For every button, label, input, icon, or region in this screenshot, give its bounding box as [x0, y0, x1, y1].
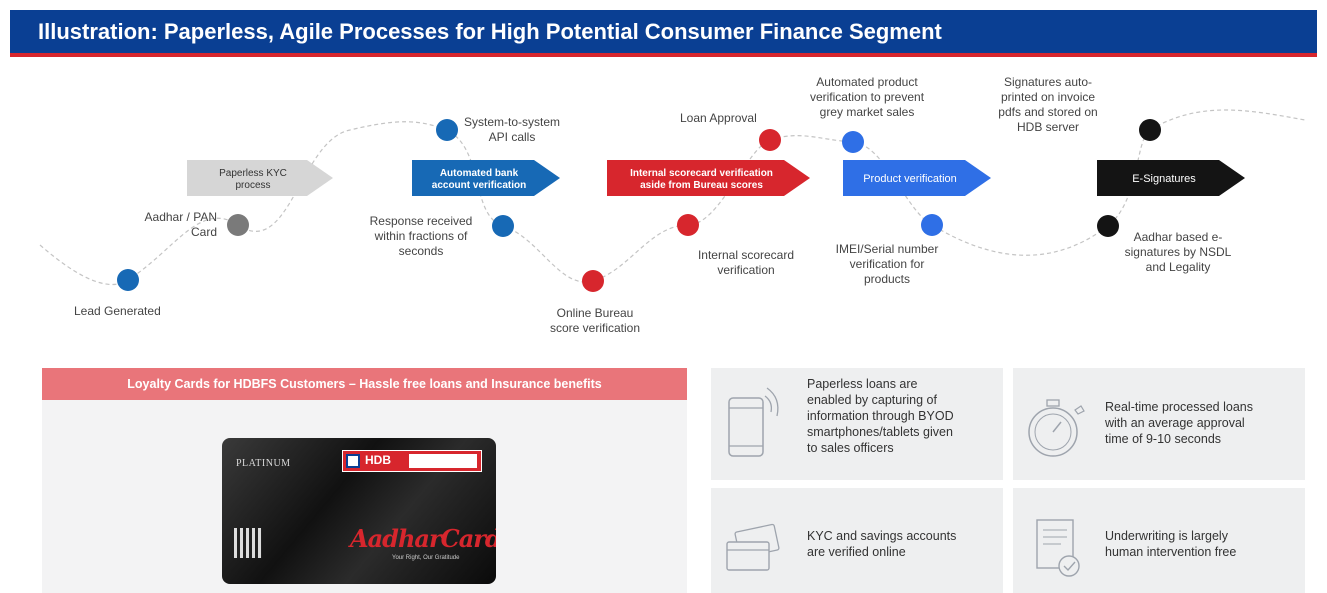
header-accent-line — [10, 53, 1317, 57]
step-dot-automated-product — [842, 131, 864, 153]
feature-box-realtime: Real-time processed loans with an averag… — [1013, 368, 1305, 480]
cards-icon — [726, 523, 780, 571]
step-dot-response — [492, 215, 514, 237]
step-label-internal-scorecard: Internal scorecard verification — [697, 248, 795, 277]
stopwatch-icon — [1028, 399, 1085, 457]
step-dot-imei — [921, 214, 943, 236]
stage-paperless-kyc-chevron — [187, 160, 333, 196]
step-label-aadhar-pan: Aadhar / PAN Card — [144, 210, 217, 239]
hdb-logo: HDB — [342, 450, 482, 472]
hdb-logo-subtext — [409, 454, 477, 468]
feature-text-paperless: Paperless loans are enabled by capturing… — [807, 377, 954, 455]
step-dot-internal-scorecard — [677, 214, 699, 236]
card-brand-logo: AadharCard — [350, 524, 496, 553]
step-label-aadhar-esignatures: Aadhar based e- signatures by NSDL and L… — [1124, 230, 1232, 274]
stage-automated-bank-chevron — [412, 160, 560, 196]
feature-text-realtime: Real-time processed loans with an averag… — [1105, 400, 1253, 446]
step-label-bureau-score: Online Bureau score verification — [549, 306, 641, 335]
stage-e-signatures-chevron — [1097, 160, 1245, 196]
hdb-logo-text: HDB — [365, 453, 391, 467]
step-dot-signatures-auto — [1139, 119, 1161, 141]
loyalty-card: PLATINUM HDB AadharCard Your Right, Our … — [222, 438, 496, 584]
step-label-response: Response received within fractions of se… — [369, 214, 473, 258]
step-label-imei: IMEI/Serial number verification for prod… — [835, 242, 939, 286]
smartphone-icon — [728, 387, 779, 457]
stage-product-verification-label: Product verification — [863, 173, 957, 185]
feature-text-kyc: KYC and savings accounts are verified on… — [807, 529, 957, 559]
step-dot-aadhar-esignatures — [1097, 215, 1119, 237]
step-dot-aadhar-pan — [227, 214, 249, 236]
card-tagline: Your Right, Our Gratitude — [392, 555, 460, 561]
step-label-loan-approval: Loan Approval — [680, 111, 757, 125]
loyalty-banner: Loyalty Cards for HDBFS Customers – Hass… — [42, 368, 687, 400]
document-check-icon — [1036, 519, 1080, 577]
flow-path — [39, 109, 1306, 286]
stage-e-signatures-label: E-Signatures — [1132, 173, 1196, 185]
step-dot-lead-generated — [117, 269, 139, 291]
step-label-api-calls: System-to-system API calls — [464, 115, 561, 144]
step-label-automated-product: Automated product verification to preven… — [809, 75, 925, 119]
hdb-logo-mark — [346, 454, 360, 468]
step-label-signatures-auto: Signatures auto- printed on invoice pdfs… — [998, 75, 1098, 134]
step-dot-api-calls — [436, 119, 458, 141]
qr-code — [234, 528, 262, 558]
header-bar: Illustration: Paperless, Agile Processes… — [10, 10, 1317, 53]
step-dot-loan-approval — [759, 129, 781, 151]
step-label-lead-generated: Lead Generated — [74, 304, 161, 318]
step-dot-bureau-score — [582, 270, 604, 292]
loyalty-panel: Loyalty Cards for HDBFS Customers – Hass… — [42, 368, 687, 593]
feature-box-kyc: KYC and savings accounts are verified on… — [711, 488, 1003, 593]
stage-internal-scorecard-chevron — [607, 160, 810, 196]
feature-box-underwriting: Underwriting is largely human interventi… — [1013, 488, 1305, 593]
feature-text-underwriting: Underwriting is largely human interventi… — [1105, 529, 1237, 559]
feature-box-paperless: Paperless loans are enabled by capturing… — [711, 368, 1003, 480]
stage-product-verification-chevron — [843, 160, 991, 196]
card-tier: PLATINUM — [236, 458, 291, 469]
page-title: Illustration: Paperless, Agile Processes… — [38, 19, 942, 44]
